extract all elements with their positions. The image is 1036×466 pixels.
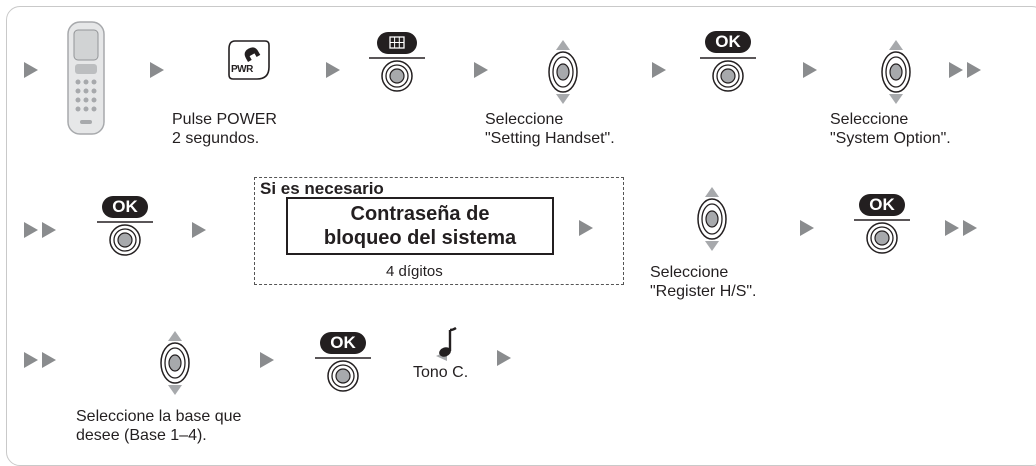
navigator-key-icon[interactable] — [881, 39, 911, 105]
double-arrow-icon — [945, 220, 977, 236]
select-system-option-caption: Seleccione "System Option". — [830, 111, 951, 147]
next-arrow-icon — [652, 62, 666, 78]
select-setting-handset-caption: Seleccione "Setting Handset". — [485, 111, 615, 147]
next-arrow-icon — [260, 352, 274, 368]
double-arrow-icon — [24, 352, 56, 368]
next-arrow-icon — [800, 220, 814, 236]
power-caption: Pulse POWER 2 segundos. — [172, 111, 277, 147]
next-arrow-icon — [150, 62, 164, 78]
next-arrow-icon — [803, 62, 817, 78]
tone-note-icon — [436, 326, 457, 361]
center-button-icon[interactable] — [368, 57, 426, 92]
password-entry-box: Contraseña de bloqueo del sistema — [286, 197, 554, 255]
next-arrow-icon — [192, 222, 206, 238]
menu-key-icon[interactable] — [377, 32, 417, 54]
double-arrow-icon — [949, 62, 981, 78]
optional-step-box — [254, 177, 624, 285]
ok-key-icon[interactable]: OK — [705, 31, 751, 53]
next-arrow-icon — [474, 62, 488, 78]
ok-key-icon[interactable]: OK — [320, 332, 366, 354]
navigator-key-icon[interactable] — [548, 39, 578, 105]
next-arrow-icon — [579, 220, 593, 236]
next-arrow-icon — [326, 62, 340, 78]
navigator-key-icon[interactable] — [160, 330, 190, 396]
ok-key-icon[interactable]: OK — [859, 194, 905, 216]
tone-caption: Tono C. — [413, 364, 469, 381]
center-button-icon[interactable] — [853, 219, 911, 254]
select-register-caption: Seleccione "Register H/S". — [650, 264, 757, 300]
handset-icon — [67, 21, 105, 135]
digits-label: 4 dígitos — [386, 263, 443, 280]
next-arrow-icon — [24, 62, 38, 78]
center-button-icon[interactable] — [314, 357, 372, 392]
center-button-icon[interactable] — [699, 57, 757, 92]
password-entry-label: Contraseña de bloqueo del sistema — [323, 203, 517, 249]
double-arrow-icon — [24, 222, 56, 238]
if-needed-label: Si es necesario — [260, 179, 384, 198]
navigator-key-icon[interactable] — [697, 186, 727, 252]
select-base-caption: Seleccione la base que desee (Base 1–4). — [76, 408, 242, 444]
center-button-icon[interactable] — [96, 221, 154, 256]
power-key-icon[interactable]: PWR — [225, 37, 271, 83]
next-arrow-icon — [497, 350, 511, 366]
power-key-label: PWR — [231, 64, 253, 75]
ok-key-icon[interactable]: OK — [102, 196, 148, 218]
